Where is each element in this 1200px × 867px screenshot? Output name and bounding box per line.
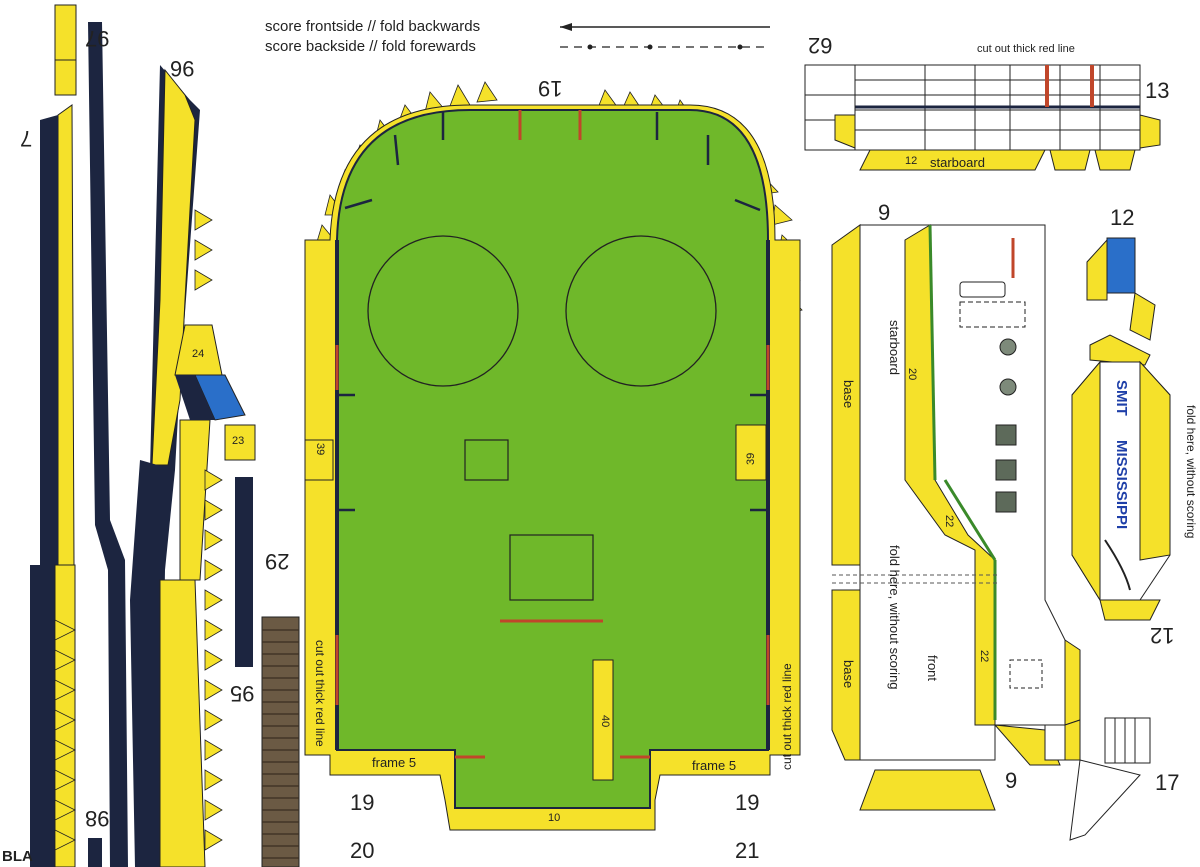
strip-95 (235, 477, 253, 667)
number-39-right: 39 (745, 452, 757, 465)
legend-score-front: score frontside // fold backwards (265, 18, 481, 35)
strip-97-dark (40, 115, 58, 565)
number-17: 17 (1155, 770, 1180, 795)
number-20: 20 (350, 838, 375, 863)
label-cut-red-right: cut out thick red line (780, 663, 794, 770)
label-base-top: base (841, 380, 856, 409)
strip-24-dark (30, 565, 55, 867)
number-29: 29 (265, 549, 290, 574)
deck-square-small (464, 439, 509, 481)
ladder-29 (261, 616, 300, 867)
label-starboard-side: starboard (887, 320, 902, 375)
corner-text: BLA (2, 848, 33, 865)
number-12-strip: 12 (905, 155, 918, 167)
piece-9-base (859, 769, 996, 811)
deck-green (336, 109, 769, 809)
number-12-top: 12 (1110, 205, 1135, 230)
hull-side-panel (831, 224, 1081, 766)
starboard-strip (804, 64, 1161, 171)
label-fold-here: fold here, without scoring (887, 545, 902, 690)
ladder-rungs (262, 629, 299, 859)
strip-tab-6-7 (54, 4, 77, 96)
label-front: front (925, 655, 940, 682)
piece-23 (224, 424, 256, 461)
number-20-side: 20 (906, 368, 918, 381)
number-39-left: 39 (314, 443, 326, 456)
tab-39-left (304, 439, 334, 481)
strip-long-dark (88, 22, 128, 867)
label-frame-left: frame 5 (372, 755, 417, 770)
deck-square-large (509, 534, 594, 601)
red-cut-marks (335, 110, 770, 759)
number-96: 96 (170, 56, 195, 81)
ship-name-smit: SMIT (1113, 380, 1130, 416)
tab-39-right (735, 424, 767, 481)
strip-97 (57, 104, 75, 566)
ship-name-mississippi: MISSISSIPPI (1113, 440, 1130, 530)
number-19-top: 19 (538, 76, 563, 101)
bow-piece (1071, 237, 1171, 621)
strip-96 (151, 68, 196, 466)
number-9-bottom: 9 (1005, 768, 1018, 793)
number-21: 21 (735, 838, 760, 863)
number-98: 98 (85, 806, 110, 831)
number-10-bottom: 10 (548, 812, 561, 824)
label-frame-right: frame 5 (692, 758, 737, 773)
legend-arrow-icon (560, 23, 572, 31)
number-40: 40 (599, 715, 611, 728)
label-starboard-strip: starboard (930, 155, 985, 170)
deck-part-40 (592, 659, 614, 781)
number-19-left: 19 (350, 790, 375, 815)
strip-24-teeth (54, 619, 76, 851)
number-7: 7 (20, 126, 33, 151)
strip-29-dark (130, 460, 175, 867)
strip-29 (159, 579, 206, 867)
number-97: 97 (85, 26, 110, 51)
strip-98 (88, 838, 102, 867)
number-19-right: 19 (735, 790, 760, 815)
number-9-top: 9 (878, 200, 891, 225)
deck-tick-marks (337, 112, 768, 512)
number-23: 23 (232, 435, 245, 447)
number-62: 62 (808, 33, 833, 58)
hatch-circle-right (565, 235, 717, 387)
label-base-bottom: base (841, 660, 856, 689)
label-fold-here-right: fold here, without scoring (1184, 405, 1198, 539)
piece-dark-1 (175, 375, 215, 420)
label-cut-red-top: cut out thick red line (977, 43, 1075, 55)
number-95: 95 (230, 681, 255, 706)
number-12-bottom: 12 (1150, 623, 1175, 648)
number-24-piece: 24 (192, 348, 205, 360)
hatch-circle-left (367, 235, 519, 387)
strip-teeth-right (194, 209, 223, 851)
number-22-b: 22 (978, 650, 990, 663)
stair-piece-17 (1069, 717, 1151, 841)
number-22-a: 22 (943, 515, 955, 528)
legend-score-back: score backside // fold forewards (265, 38, 476, 55)
label-cut-red-left: cut out thick red line (313, 640, 327, 747)
number-13: 13 (1145, 78, 1170, 103)
